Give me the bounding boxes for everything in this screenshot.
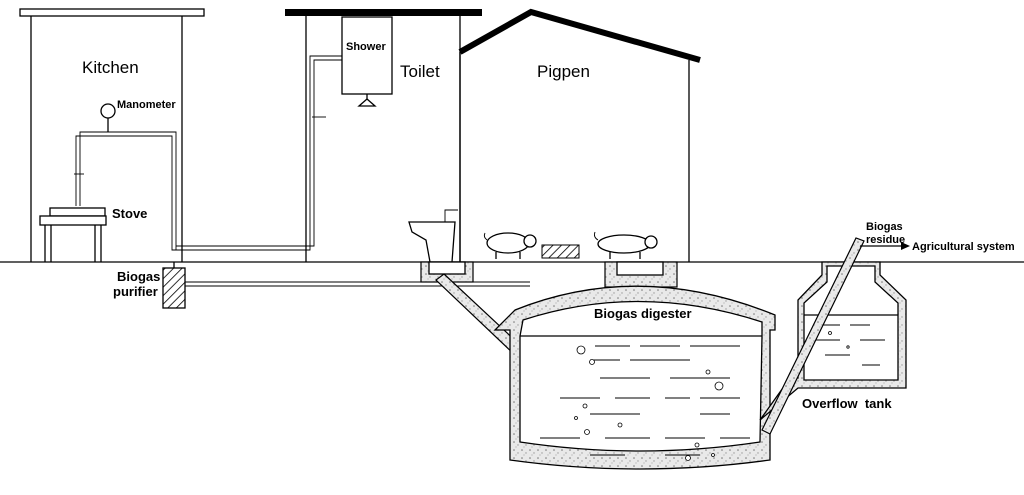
feeding-trough [541, 244, 580, 259]
label-pigpen: Pigpen [537, 62, 590, 81]
label-biogas-purifier-1: Biogas [117, 269, 160, 284]
label-biogas-residue-1: Biogas [866, 221, 903, 233]
main-gas-pipe [185, 281, 530, 287]
label-biogas-residue-2: residue [866, 234, 905, 246]
residue-arrow [860, 242, 910, 250]
pigpen-inlet [604, 261, 678, 288]
toilet-bowl [408, 221, 456, 263]
label-stove: Stove [112, 206, 147, 221]
label-biogas-purifier-2: purifier [113, 284, 158, 299]
outlet-pipe [761, 237, 865, 435]
kitchen-building [19, 8, 205, 262]
label-kitchen: Kitchen [82, 58, 139, 77]
pig-right [593, 231, 658, 259]
label-manometer: Manometer [117, 99, 176, 111]
shower [341, 16, 393, 107]
digester-bubbles [574, 345, 724, 461]
digester-liquid [540, 345, 750, 456]
label-biogas-digester: Biogas digester [594, 306, 692, 321]
label-toilet: Toilet [400, 62, 440, 81]
label-shower: Shower [346, 41, 386, 53]
shower-gas-pipe [176, 55, 344, 251]
pigpen-building [458, 8, 701, 262]
manometer [100, 103, 116, 132]
label-overflow-tank: Overflow tank [802, 396, 892, 411]
biogas-purifier [162, 267, 186, 309]
stove [39, 207, 107, 262]
label-agricultural-system: Agricultural system [912, 241, 1015, 253]
pig-left [483, 232, 537, 259]
kitchen-gas-pipe [74, 131, 177, 251]
